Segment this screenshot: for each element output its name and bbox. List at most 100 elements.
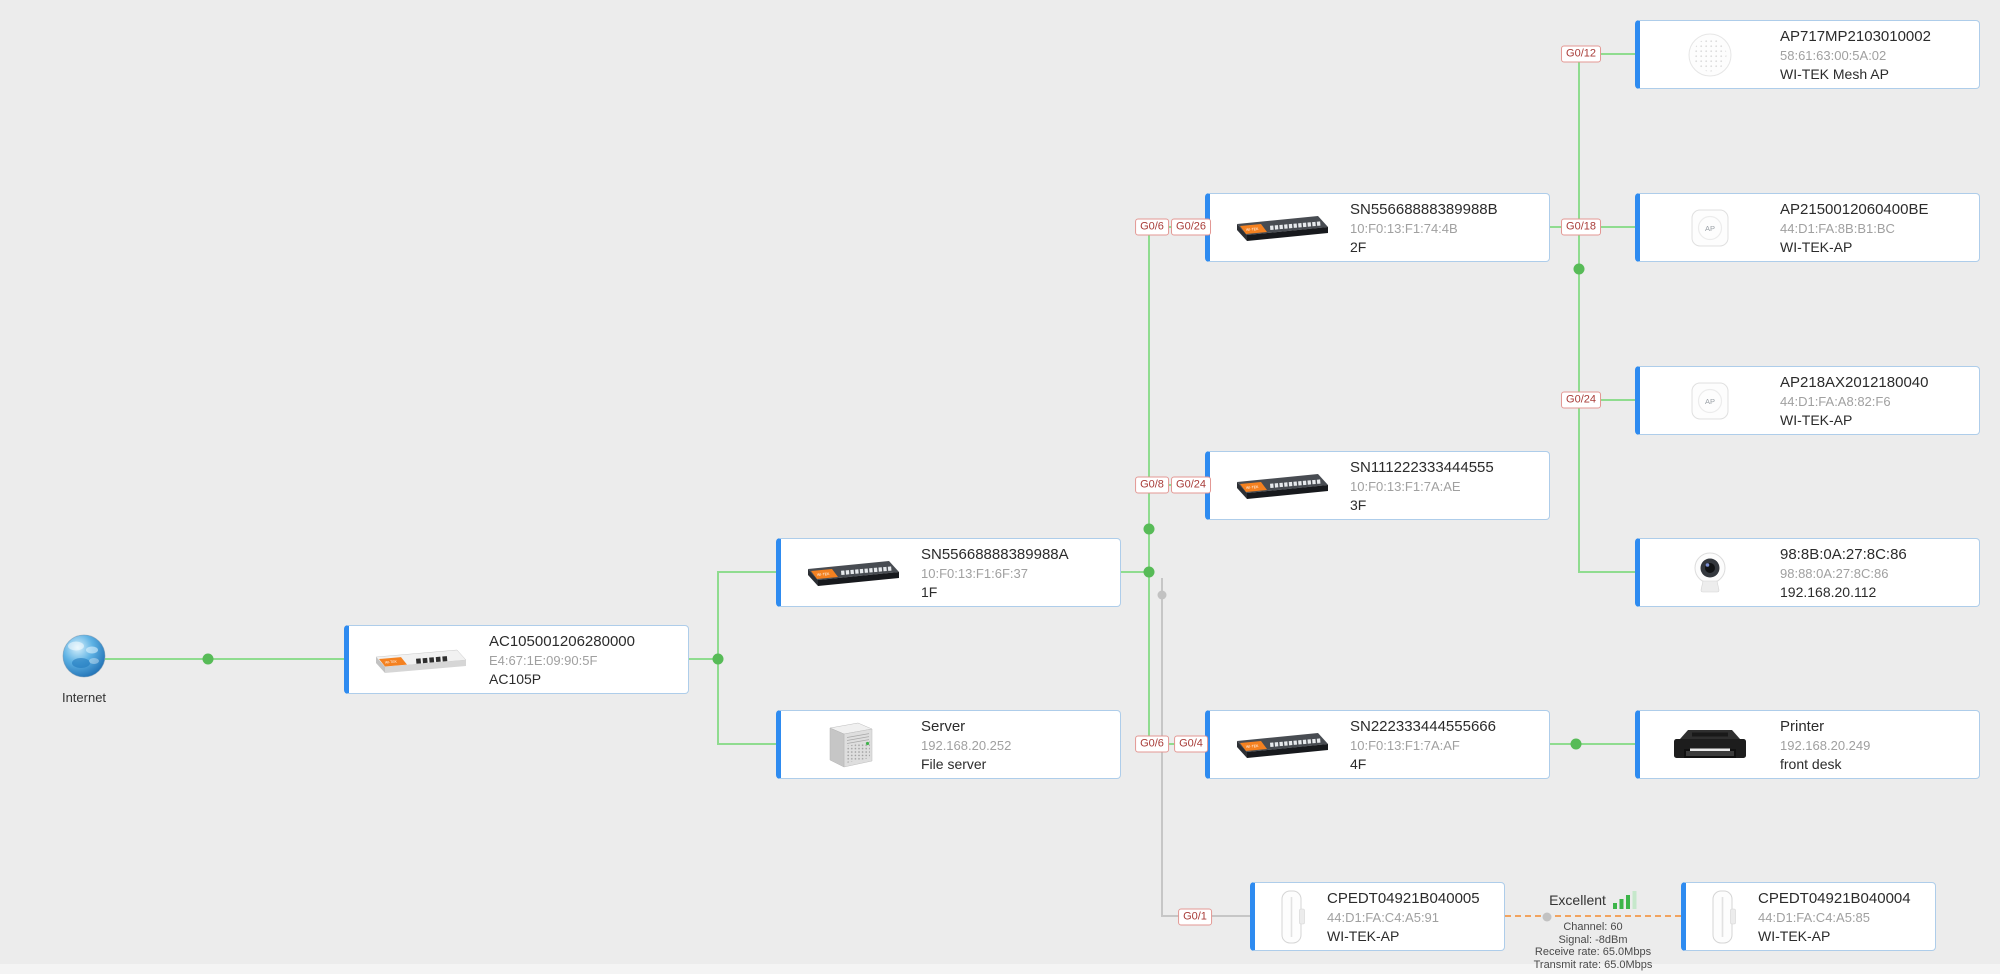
device-alias: front desk	[1780, 755, 1842, 772]
device-alias: WI-TEK Mesh AP	[1780, 65, 1889, 82]
link-dot-gray	[1157, 590, 1167, 600]
link-dot	[202, 653, 214, 665]
device-sub: 44:D1:FA:C4:A5:85	[1758, 909, 1871, 925]
device-alias: WI-TEK-AP	[1780, 238, 1853, 255]
device-card-printer[interactable]: Printer 192.168.20.249 front desk	[1635, 710, 1980, 779]
link-to-camera	[1578, 571, 1635, 573]
device-sub: 10:F0:13:F1:6F:37	[921, 565, 1028, 581]
switch-icon	[1210, 468, 1350, 504]
link-switch-1f-out	[1121, 571, 1149, 573]
link-to-switch-1f	[718, 571, 776, 573]
port-label-g0-26: G0/26	[1171, 218, 1211, 236]
device-sub: 44:D1:FA:8B:B1:BC	[1780, 220, 1895, 236]
link-internet-ac	[105, 658, 344, 660]
switch-icon	[1210, 727, 1350, 763]
server-icon	[781, 720, 921, 770]
device-sub: 10:F0:13:F1:7A:AE	[1350, 478, 1461, 494]
link-dot	[1573, 263, 1585, 275]
wireless-quality-label: Excellent	[1549, 892, 1606, 908]
port-label-g0-6-2f: G0/6	[1135, 218, 1169, 236]
link-vertical-right	[1578, 53, 1580, 573]
device-card-switch-4f[interactable]: SN222333444555666 10:F0:13:F1:7A:AF 4F	[1205, 710, 1550, 779]
device-title: SN55668888389988B	[1350, 200, 1498, 218]
ap-icon	[1640, 378, 1780, 424]
device-card-file-server[interactable]: Server 192.168.20.252 File server	[776, 710, 1121, 779]
link-dot-gray	[1542, 912, 1552, 922]
device-sub: 10:F0:13:F1:7A:AF	[1350, 737, 1460, 753]
device-card-cpe-040004[interactable]: CPEDT04921B040004 44:D1:FA:C4:A5:85 WI-T…	[1681, 882, 1936, 951]
link-switch-4f-printer	[1550, 743, 1635, 745]
device-alias: WI-TEK-AP	[1327, 927, 1400, 944]
port-label-g0-12: G0/12	[1561, 45, 1601, 63]
link-to-mesh-ap	[1578, 53, 1635, 55]
canvas-bottom-edge	[0, 964, 2000, 974]
device-card-camera[interactable]: 98:8B:0A:27:8C:86 98:88:0A:27:8C:86 192.…	[1635, 538, 1980, 607]
switch-icon	[781, 555, 921, 591]
device-card-ap-2150[interactable]: AP2150012060400BE 44:D1:FA:8B:B1:BC WI-T…	[1635, 193, 1980, 262]
device-alias: WI-TEK-AP	[1758, 927, 1831, 944]
wireless-transmit-rate: Transmit rate: 65.0Mbps	[1533, 958, 1653, 971]
device-title: SN222333444555666	[1350, 717, 1496, 735]
device-title: AP2150012060400BE	[1780, 200, 1929, 218]
port-label-g0-24-3f: G0/24	[1171, 476, 1211, 494]
device-alias: 192.168.20.112	[1780, 583, 1877, 600]
wireless-channel: Channel: 60	[1563, 921, 1623, 933]
camera-icon	[1640, 550, 1780, 596]
device-sub: 10:F0:13:F1:74:4B	[1350, 220, 1458, 236]
device-title: AC105001206280000	[489, 632, 635, 650]
device-card-cpe-040005[interactable]: CPEDT04921B040005 44:D1:FA:C4:A5:91 WI-T…	[1250, 882, 1505, 951]
link-dot	[1570, 738, 1582, 750]
link-dot	[1143, 566, 1155, 578]
port-label-g0-18: G0/18	[1561, 218, 1601, 236]
link-to-ap218	[1578, 399, 1635, 401]
link-ac-junction	[689, 658, 719, 660]
internet-globe-icon	[61, 633, 107, 679]
device-title: SN55668888389988A	[921, 545, 1069, 563]
device-alias: File server	[921, 755, 987, 772]
device-card-switch-2f[interactable]: SN55668888389988B 10:F0:13:F1:74:4B 2F	[1205, 193, 1550, 262]
device-title: SN111222333444555	[1350, 458, 1494, 476]
device-title: 98:8B:0A:27:8C:86	[1780, 545, 1907, 563]
port-label-g0-1: G0/1	[1178, 908, 1212, 926]
device-alias: 3F	[1350, 496, 1367, 513]
device-sub: 44:D1:FA:A8:82:F6	[1780, 393, 1891, 409]
device-sub: 98:88:0A:27:8C:86	[1780, 565, 1889, 581]
device-card-switch-3f[interactable]: SN111222333444555 10:F0:13:F1:7A:AE 3F	[1205, 451, 1550, 520]
router-icon	[349, 642, 489, 678]
device-title: CPEDT04921B040004	[1758, 889, 1911, 907]
signal-bars-icon	[1613, 891, 1637, 909]
internet-node[interactable]: Internet	[44, 633, 124, 705]
device-alias: 2F	[1350, 238, 1367, 255]
wireless-receive-rate: Receive rate: 65.0Mbps	[1534, 946, 1652, 958]
device-sub: 192.168.20.249	[1780, 737, 1871, 753]
device-title: AP717MP2103010002	[1780, 27, 1931, 45]
device-alias: AC105P	[489, 670, 542, 687]
device-alias: WI-TEK-AP	[1780, 411, 1853, 428]
port-label-g0-6-4f: G0/6	[1135, 735, 1169, 753]
wireless-signal: Signal: -8dBm	[1558, 933, 1628, 946]
link-to-server	[718, 743, 776, 745]
device-title: Printer	[1780, 717, 1825, 735]
device-alias: 4F	[1350, 755, 1367, 772]
device-card-ac105p[interactable]: AC105001206280000 E4:67:1E:09:90:5F AC10…	[344, 625, 689, 694]
device-sub: 58:61:63:00:5A:02	[1780, 47, 1887, 63]
switch-icon	[1210, 210, 1350, 246]
device-title: CPEDT04921B040005	[1327, 889, 1480, 907]
cpe-icon	[1255, 888, 1327, 946]
wireless-link-quality: Excellent	[1505, 891, 1681, 909]
port-label-g0-8: G0/8	[1135, 476, 1169, 494]
device-card-mesh-ap-717[interactable]: AP717MP2103010002 58:61:63:00:5A:02 WI-T…	[1635, 20, 1980, 89]
link-wireless-cpe5-cpe4	[1505, 915, 1681, 917]
device-card-ap-218ax[interactable]: AP218AX2012180040 44:D1:FA:A8:82:F6 WI-T…	[1635, 366, 1980, 435]
cpe-icon	[1686, 888, 1758, 946]
device-card-switch-1f[interactable]: SN55668888389988A 10:F0:13:F1:6F:37 1F	[776, 538, 1121, 607]
ap-icon	[1640, 205, 1780, 251]
device-sub: 44:D1:FA:C4:A5:91	[1327, 909, 1440, 925]
printer-icon	[1640, 722, 1780, 768]
device-title: AP218AX2012180040	[1780, 373, 1929, 391]
link-dot	[712, 653, 724, 665]
port-label-g0-24-ap: G0/24	[1561, 391, 1601, 409]
device-sub: E4:67:1E:09:90:5F	[489, 652, 598, 668]
mesh-ap-icon	[1640, 29, 1780, 81]
